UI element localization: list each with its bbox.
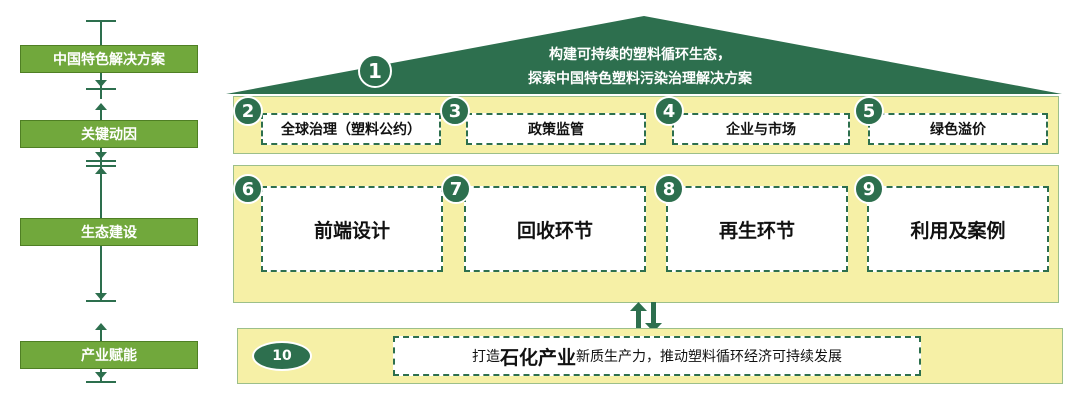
timeline-bar: [86, 165, 116, 167]
timeline-line-1: [100, 21, 102, 45]
industry-prefix: 打造: [471, 349, 500, 365]
stage-ecosystem: 生态建设: [20, 218, 198, 246]
arrow-down-icon: [95, 372, 107, 379]
timeline-line-6: [100, 325, 102, 341]
industry-box: 打造 石化产业 新质生产力，推动塑料循环经济可持续发展: [393, 336, 921, 376]
industry-emphasis: 石化产业: [499, 346, 576, 369]
timeline-bar: [86, 300, 116, 302]
eco-box-recycling: 回收环节: [464, 186, 646, 272]
roof: [226, 16, 1062, 94]
driver-box-policy: 政策监管: [466, 113, 646, 145]
arrow-down-icon: [95, 80, 107, 87]
driver-box-green-premium: 绿色溢价: [868, 113, 1048, 145]
badge-4: 4: [654, 96, 684, 126]
stage-label: 关键动因: [81, 127, 137, 143]
stage-label: 生态建设: [81, 225, 137, 241]
eco-box-utilization-cases: 利用及案例: [867, 186, 1049, 272]
badge-2: 2: [233, 96, 263, 126]
badge-6: 6: [233, 174, 263, 204]
arrow-down-icon: [95, 293, 107, 300]
badge-3: 3: [440, 96, 470, 126]
industry-suffix: 新质生产力，推动塑料循环经济可持续发展: [576, 349, 842, 365]
stage-label: 产业赋能: [81, 348, 137, 364]
driver-box-enterprise-market: 企业与市场: [672, 113, 850, 145]
badge-9: 9: [854, 174, 884, 204]
eco-box-regeneration: 再生环节: [666, 186, 848, 272]
timeline-line-4: [100, 148, 102, 218]
timeline-line-5: [100, 246, 102, 302]
arrow-down-icon: [95, 152, 107, 159]
roof-title-line-1: 构建可持续的塑料循环生态，: [549, 47, 731, 63]
badge-10: 10: [252, 341, 312, 371]
badge-5: 5: [854, 96, 884, 126]
up-down-arrows-icon: [630, 302, 662, 332]
stage-label: 中国特色解决方案: [53, 52, 165, 68]
arrow-up-icon: [95, 167, 107, 174]
stage-industry: 产业赋能: [20, 341, 198, 369]
stage-china-solution: 中国特色解决方案: [20, 45, 198, 73]
badge-1: 1: [358, 54, 392, 88]
stage-key-drivers: 关键动因: [20, 120, 198, 148]
timeline-bar: [86, 160, 116, 162]
driver-box-global-governance: 全球治理（塑料公约）: [261, 113, 441, 145]
timeline-bottom-cap: [86, 381, 116, 383]
eco-box-front-design: 前端设计: [261, 186, 443, 272]
badge-7: 7: [441, 174, 471, 204]
timeline-bar: [86, 88, 116, 90]
badge-8: 8: [654, 174, 684, 204]
roof-title-line-2: 探索中国特色塑料污染治理解决方案: [528, 71, 752, 87]
timeline-line-3: [100, 104, 102, 120]
